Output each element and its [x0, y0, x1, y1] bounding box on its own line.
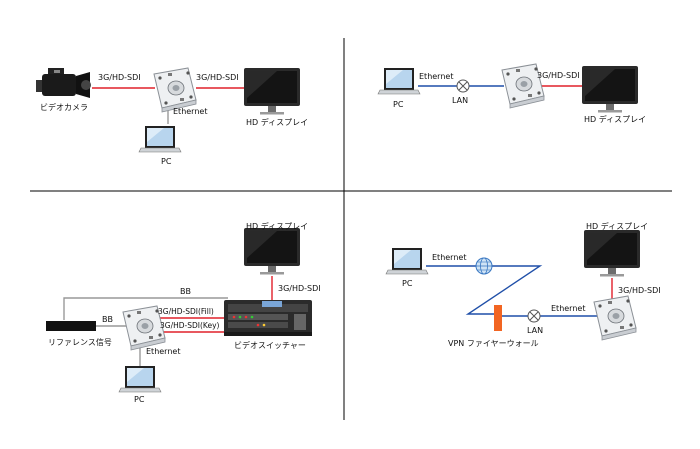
q3-display-label: HD ディスプレイ [246, 221, 308, 231]
video-switcher-icon [224, 300, 312, 336]
q1-ethernet-label: Ethernet [173, 107, 207, 116]
laptop-icon [138, 125, 182, 153]
q3-pc-label: PC [134, 395, 145, 404]
laptop-icon [385, 247, 429, 275]
lan-hub-icon [456, 79, 470, 93]
reference-generator-icon [46, 321, 96, 331]
q3-ethernet-label: Ethernet [146, 347, 180, 356]
q3-fill-label: 3G/HD-SDI(Fill) [158, 307, 214, 316]
q1-sdi-in-label: 3G/HD-SDI [98, 73, 141, 82]
q4-sdi-label: 3G/HD-SDI [618, 286, 661, 295]
q2-pc-label: PC [393, 100, 404, 109]
q3-switcher-label: ビデオスイッチャー [234, 340, 306, 350]
q1-pc-label: PC [161, 157, 172, 166]
hd-display-icon [244, 228, 300, 275]
q3-bb-top-line [63, 297, 228, 320]
q4-firewall-label: VPN ファイヤーウォール [448, 339, 539, 348]
q4-ethernet-right-label: Ethernet [551, 304, 585, 313]
q2-ethernet-label: Ethernet [419, 72, 453, 81]
q1-camera-label: ビデオカメラ [40, 102, 88, 112]
hd-display-icon [582, 66, 638, 113]
quadrant-4: HD ディスプレイ Ethernet PC 3G/HD-SDI Ethernet… [385, 221, 661, 348]
q4-zigzag-line [465, 265, 543, 315]
q4-lan-label: LAN [527, 326, 543, 335]
q3-reference-label: リファレンス信号 [48, 337, 112, 347]
quadrant-1: ビデオカメラ 3G/HD-SDI 3G/HD-SDI Ethernet PC H… [36, 67, 308, 166]
q4-ethernet-top-label: Ethernet [432, 253, 466, 262]
q3-key-label: 3G/HD-SDI(Key) [160, 321, 220, 330]
laptop-icon [118, 365, 162, 393]
q2-lan-label: LAN [452, 96, 468, 105]
q4-pc-label: PC [402, 279, 413, 288]
quadrant-2: Ethernet LAN 3G/HD-SDI PC HD ディスプレイ [377, 63, 646, 124]
q2-display-label: HD ディスプレイ [584, 114, 646, 124]
hd-display-icon [244, 68, 300, 115]
q4-display-label: HD ディスプレイ [586, 221, 648, 231]
q3-bb-left-label: BB [102, 315, 113, 324]
converter-box-icon [153, 67, 197, 113]
laptop-icon [377, 67, 421, 95]
hd-display-icon [584, 230, 640, 277]
video-camera-icon [36, 68, 91, 98]
globe-internet-icon [475, 257, 493, 275]
firewall-icon [494, 305, 502, 331]
quadrant-3: HD ディスプレイ 3G/HD-SDI BB BB 3G/HD-SDI(Fill… [46, 221, 321, 404]
q3-bb-top-label: BB [180, 287, 191, 296]
q1-display-label: HD ディスプレイ [246, 117, 308, 127]
converter-box-icon [593, 295, 637, 341]
lan-hub-icon [527, 309, 541, 323]
q2-sdi-label: 3G/HD-SDI [537, 71, 580, 80]
q1-sdi-out-label: 3G/HD-SDI [196, 73, 239, 82]
q3-sdi-up-label: 3G/HD-SDI [278, 284, 321, 293]
